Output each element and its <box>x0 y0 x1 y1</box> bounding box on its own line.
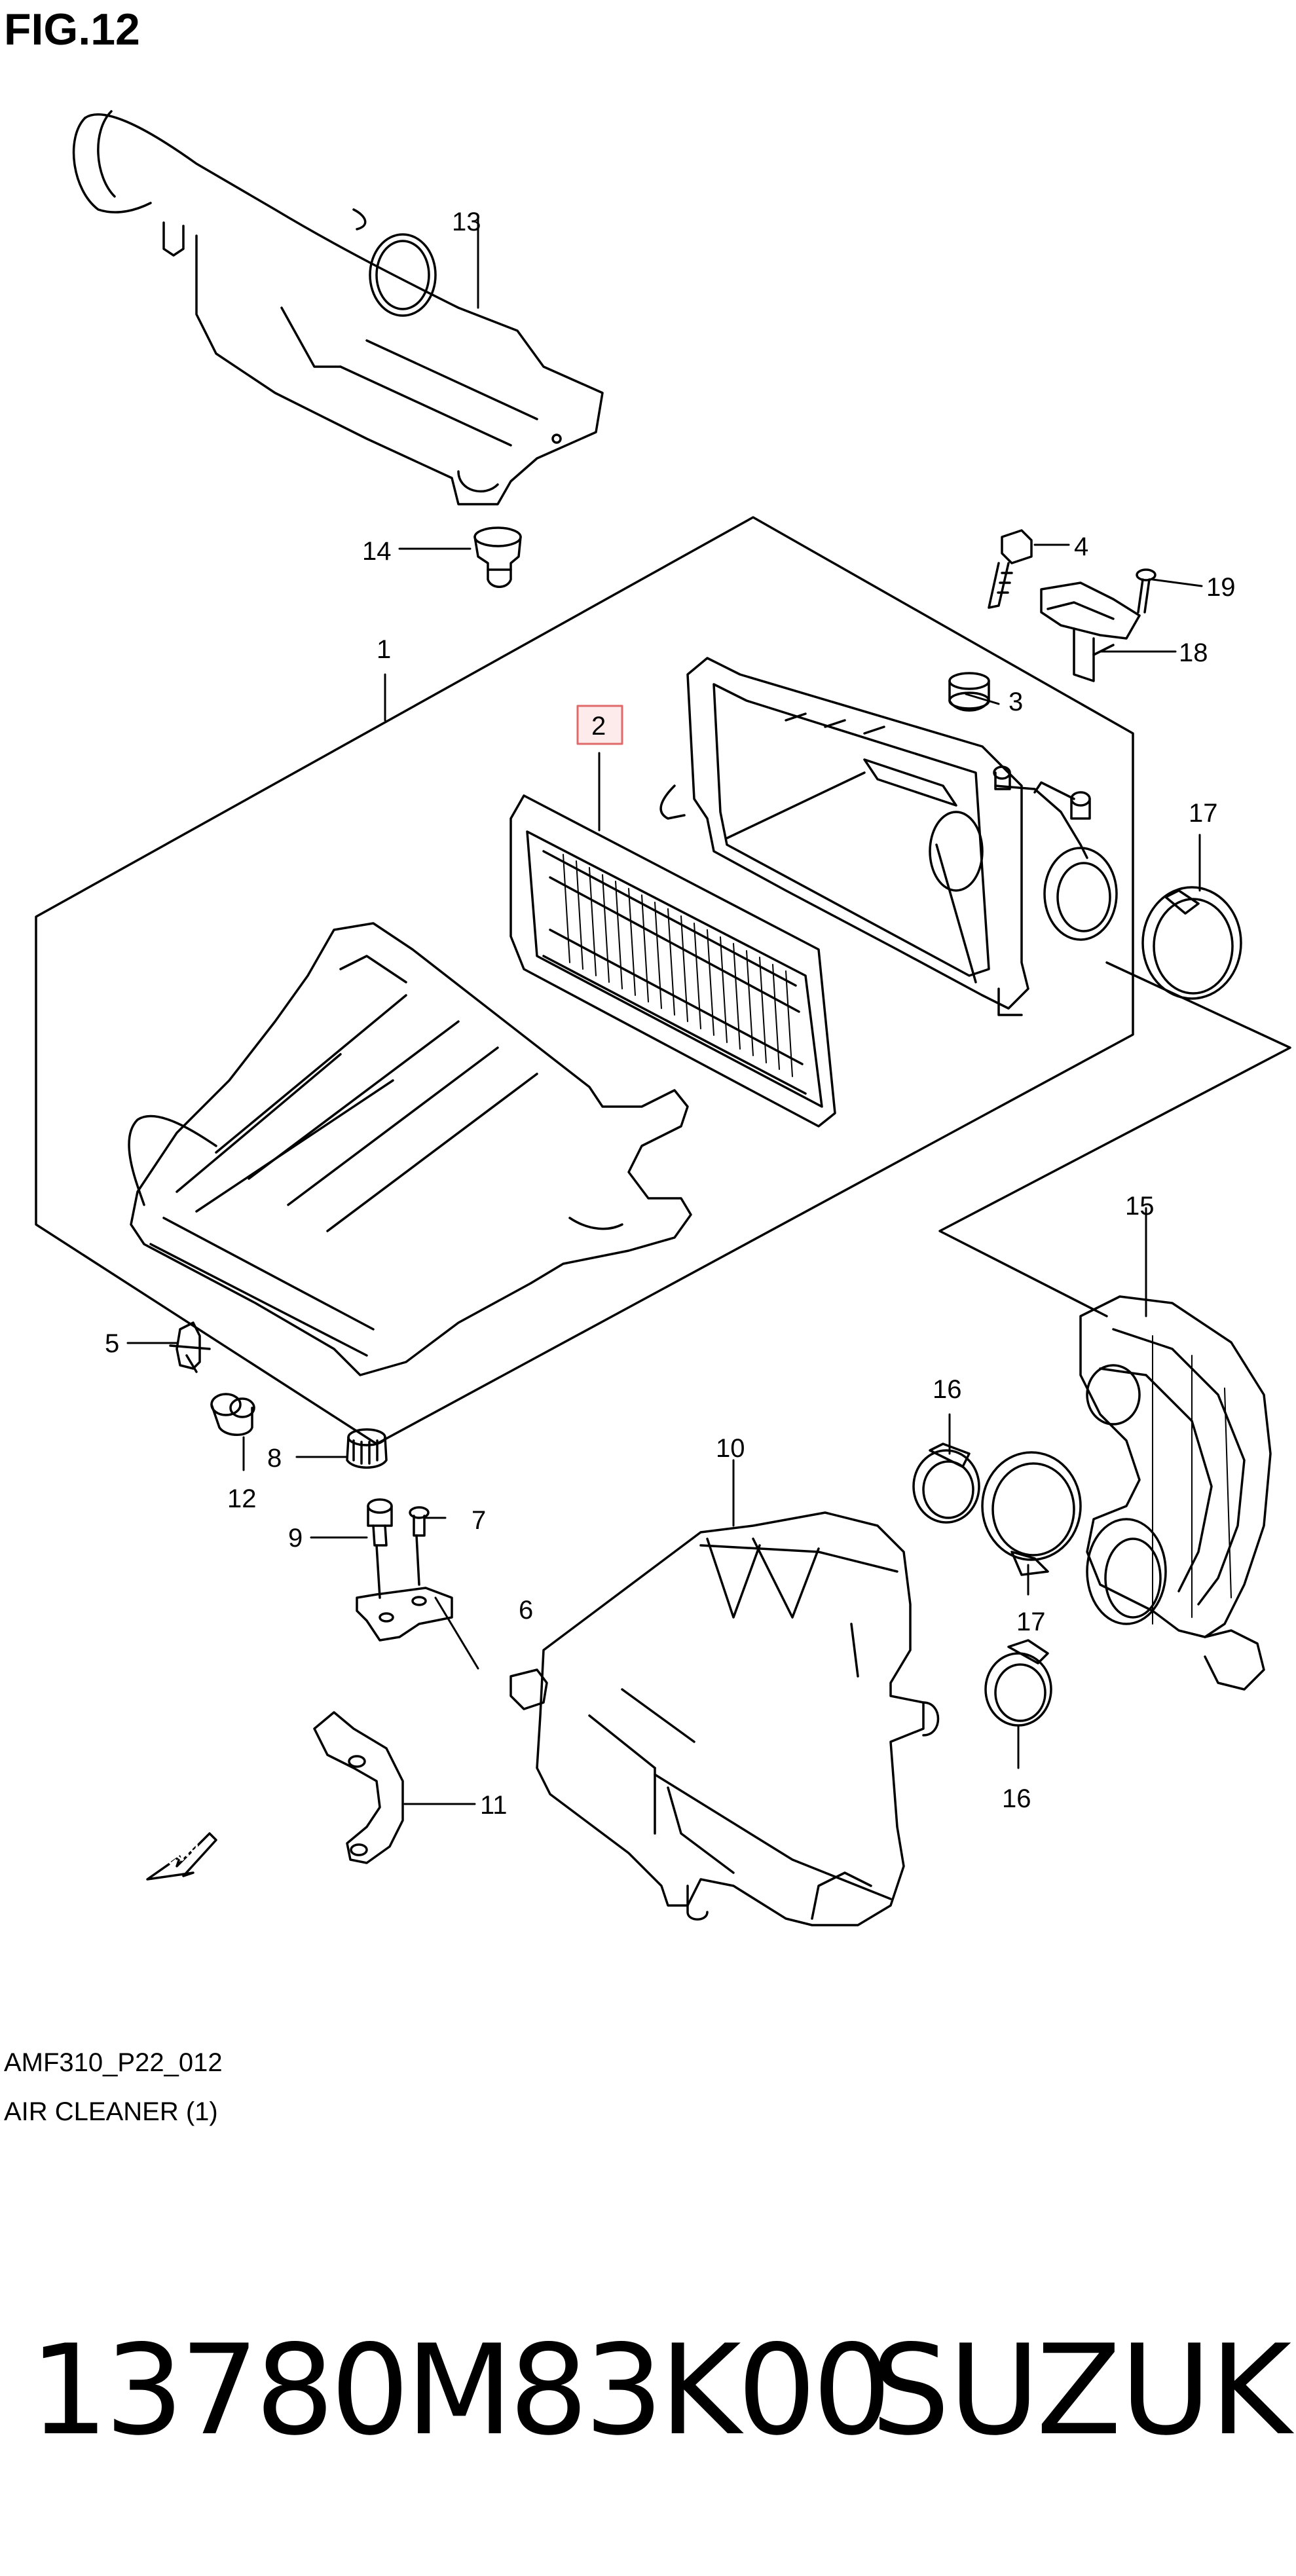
part-8-grommet <box>346 1428 388 1469</box>
part-17-hose-clamp-upper <box>1141 886 1242 1000</box>
callout-8: 8 <box>267 1444 282 1473</box>
part-number: 13780M83K00 <box>29 2318 891 2463</box>
part-1-lower-housing <box>128 922 692 1376</box>
callout-1: 1 <box>377 635 391 664</box>
part-1-assembly-outline <box>35 516 1134 1445</box>
diagram-reference-code: AMF310_P22_012 <box>4 2048 223 2077</box>
part-19-screw <box>1136 568 1157 614</box>
part-15-intake-hose <box>1079 1295 1272 1691</box>
part-2-filter-element <box>509 794 836 1128</box>
callout-11: 11 <box>480 1791 508 1820</box>
callout-14: 14 <box>362 537 392 566</box>
callout-5: 5 <box>105 1329 119 1358</box>
callout-19: 19 <box>1206 573 1236 602</box>
callout-16-upper: 16 <box>933 1375 962 1404</box>
callout-16-lower: 16 <box>1002 1784 1031 1813</box>
brand-name: SUZUKI <box>871 2318 1296 2463</box>
part-4-bolt <box>988 529 1033 609</box>
part-16-clamp-lower <box>984 1639 1052 1727</box>
section-title: AIR CLEANER (1) <box>4 2097 218 2126</box>
part-5-push-clip <box>169 1321 211 1373</box>
part-6-bracket <box>356 1587 453 1642</box>
part-14-grommet <box>473 526 522 588</box>
part-7-screw <box>409 1506 430 1586</box>
callout-10: 10 <box>716 1434 745 1463</box>
part-18-sensor <box>1040 581 1141 682</box>
part-3-grommet <box>948 672 990 712</box>
callout-6: 6 <box>519 1596 533 1625</box>
callout-17-lower: 17 <box>1016 1608 1046 1636</box>
part-2-highlight-box <box>576 705 623 745</box>
callout-17-upper: 17 <box>1189 799 1218 828</box>
callout-9: 9 <box>288 1524 303 1553</box>
callout-3: 3 <box>1009 688 1023 716</box>
callout-13: 13 <box>452 208 481 236</box>
callout-15: 15 <box>1125 1192 1155 1221</box>
part-13-intake-duct <box>72 110 604 506</box>
callout-18: 18 <box>1179 638 1208 667</box>
callout-7: 7 <box>472 1506 486 1535</box>
part-10-lower-case <box>509 1511 940 1926</box>
fwd-arrow-icon <box>146 1832 217 1881</box>
part-1-upper-housing <box>659 657 1118 1016</box>
part-11-bracket <box>313 1711 404 1864</box>
callout-12: 12 <box>227 1484 257 1513</box>
callout-labels: 13 14 1 2 3 4 19 18 17 15 16 17 16 10 6 … <box>105 208 1236 1820</box>
fwd-label: FWD <box>164 1836 203 1872</box>
callout-2: 2 <box>591 712 606 741</box>
part-16-clamp-upper <box>912 1443 980 1524</box>
figure-label: FIG.12 <box>4 5 140 54</box>
part-9-bolt <box>367 1498 393 1599</box>
callout-leader-lines <box>126 218 1203 1805</box>
section-break-line <box>938 961 1291 1317</box>
callout-4: 4 <box>1074 532 1088 561</box>
part-17-clamp-lower <box>981 1451 1082 1576</box>
part-12-grommet <box>210 1393 255 1436</box>
